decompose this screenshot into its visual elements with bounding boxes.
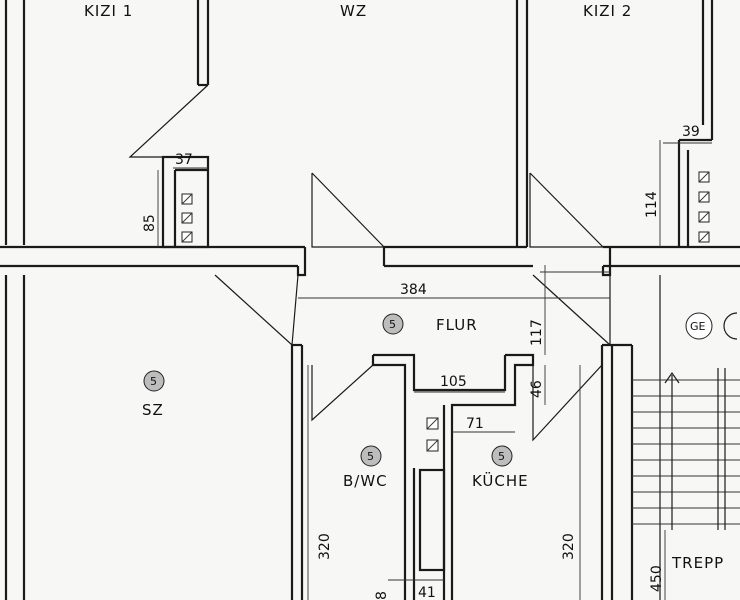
staircase bbox=[632, 368, 740, 530]
dim-41: 41 bbox=[418, 585, 436, 600]
dim-71: 71 bbox=[466, 416, 484, 432]
marker-bwc-text: 5 bbox=[367, 450, 374, 463]
dim-320-right: 320 bbox=[561, 533, 577, 560]
dim-117: 117 bbox=[529, 319, 545, 346]
door-swings bbox=[128, 84, 611, 442]
room-label-kizi2: KIZI 2 bbox=[583, 2, 632, 20]
dim-37: 37 bbox=[175, 152, 193, 168]
ge-marker: GE bbox=[685, 312, 738, 340]
dim-450: 450 bbox=[649, 565, 665, 592]
dim-39: 39 bbox=[682, 124, 700, 140]
room-label-kizi1: KIZI 1 bbox=[84, 2, 133, 20]
dim-8: 8 bbox=[374, 591, 390, 600]
dim-46: 46 bbox=[529, 380, 545, 398]
vent-squares bbox=[181, 171, 710, 452]
room-label-treppe: TREPP bbox=[671, 554, 724, 572]
dim-85: 85 bbox=[142, 214, 158, 232]
marker-bwc: 5 bbox=[360, 445, 382, 467]
marker-sz: 5 bbox=[143, 370, 165, 392]
ge-marker-label: GE bbox=[690, 320, 706, 333]
dim-384: 384 bbox=[400, 282, 427, 298]
room-label-wz: WZ bbox=[340, 2, 367, 20]
dim-114: 114 bbox=[644, 191, 660, 218]
marker-sz-text: 5 bbox=[150, 375, 157, 388]
dim-105: 105 bbox=[440, 374, 467, 390]
room-label-bwc: B/WC bbox=[343, 472, 388, 490]
dim-320-left: 320 bbox=[317, 533, 333, 560]
dimension-lines bbox=[157, 140, 712, 600]
room-label-sz: SZ bbox=[142, 401, 164, 419]
marker-kueche: 5 bbox=[491, 445, 513, 467]
marker-kueche-text: 5 bbox=[498, 450, 505, 463]
marker-flur-text: 5 bbox=[389, 318, 396, 331]
marker-flur: 5 bbox=[382, 313, 404, 335]
room-label-flur: FLUR bbox=[436, 316, 478, 334]
room-label-kueche: KÜCHE bbox=[472, 471, 529, 490]
